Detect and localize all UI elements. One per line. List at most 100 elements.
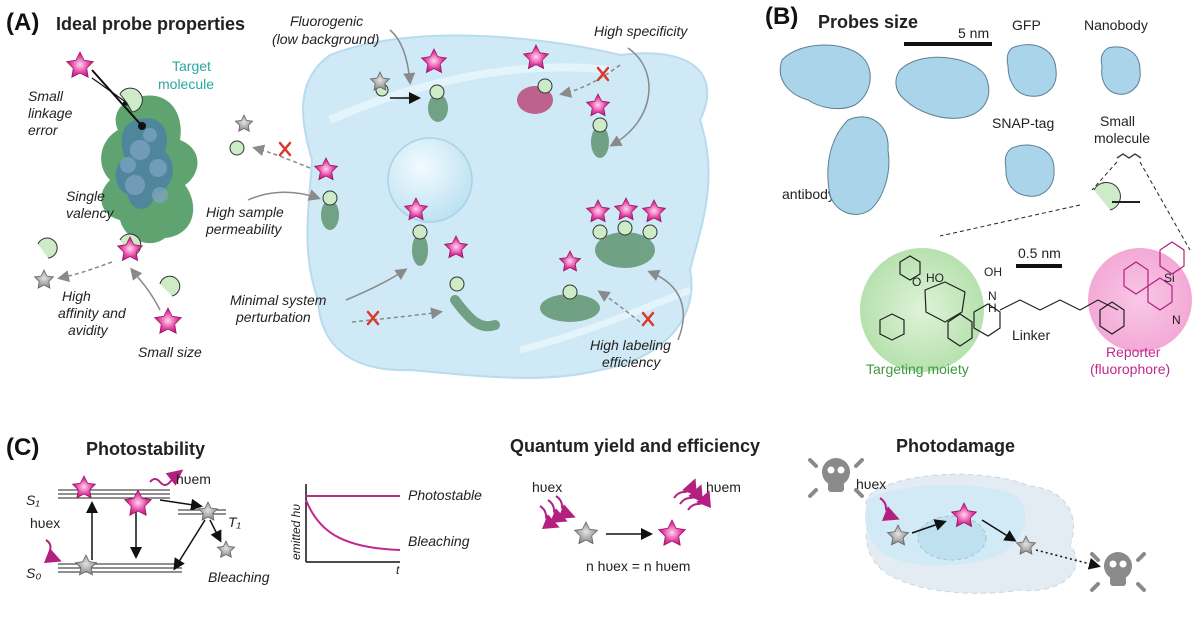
fluorophore-star-icon	[420, 48, 448, 74]
linkage-label-2: linkage	[28, 105, 73, 121]
pd-hv-ex-label: hυex	[856, 476, 886, 492]
photostability-title: Photostability	[86, 439, 205, 459]
reporter-circle	[1088, 248, 1192, 352]
linker-label: Linker	[1012, 327, 1050, 343]
high-affinity-label-3: avidity	[68, 322, 109, 338]
fluorogenic-label-1: Fluorogenic	[290, 13, 363, 29]
fluorophore-star-icon	[313, 157, 339, 181]
perturbation-label-1: Minimal system	[230, 292, 327, 308]
chem-label-ho: HO	[926, 271, 944, 285]
qy-hv-em-label: hυem	[706, 479, 741, 495]
chem-label-o: O	[912, 275, 921, 289]
fluorophore-star-icon	[558, 250, 582, 272]
chem-label-n: N	[988, 289, 997, 303]
permeability-label-2: permeability	[205, 221, 282, 237]
ground-star-icon	[1015, 535, 1037, 555]
fluorophore-stars	[33, 44, 667, 335]
single-valency-label-1: Single	[66, 188, 105, 204]
high-affinity-label-1: High	[62, 288, 91, 304]
fluorogenic-label-2: (low background)	[272, 31, 379, 47]
qy-equation: n hυex = n hυem	[586, 558, 690, 574]
dark-probe-star-icon	[369, 71, 391, 91]
target-label-2: molecule	[158, 76, 214, 92]
panel-a-label: (A)	[6, 9, 39, 36]
fluorophore-star-icon	[522, 44, 550, 70]
chemical-structure	[879, 241, 1185, 347]
photodamage-title: Photodamage	[896, 436, 1015, 456]
fluorophore-star-icon	[443, 235, 469, 259]
excited-star-icon	[950, 502, 978, 528]
chem-label-si: Si	[1164, 271, 1175, 285]
ground-star-icon	[197, 501, 219, 521]
cell-body	[302, 34, 710, 379]
axis-x-label: t	[396, 563, 400, 577]
dark-probe-star-icon	[33, 269, 55, 289]
perturbation-label-2: perturbation	[235, 309, 311, 325]
chem-label-n2: N	[1172, 313, 1181, 327]
gfp-label: GFP	[1012, 17, 1041, 33]
state-stars	[71, 475, 1037, 576]
fluorophore-star-icon	[65, 51, 95, 79]
panel-a: (A) Ideal probe properties Target molecu…	[6, 9, 710, 379]
scale-5nm-label: 5 nm	[958, 25, 989, 41]
fluorophore-star-icon	[613, 197, 639, 221]
qy-title: Quantum yield and efficiency	[510, 436, 760, 456]
targeting-moiety-circle	[860, 248, 984, 372]
skull-icon	[808, 458, 864, 498]
single-valency-label-2: valency	[66, 205, 114, 221]
targeting-moiety-label: Targeting moiety	[866, 361, 969, 377]
fluorophore-star-icon	[585, 199, 611, 223]
hv-em-label-1: hυem	[176, 471, 211, 487]
photostable-label: Photostable	[408, 487, 482, 503]
excited-star-icon	[123, 489, 153, 517]
small-size-label: Small size	[138, 344, 202, 360]
panel-b-label: (B)	[765, 3, 798, 30]
fluorophore-star-icon	[403, 197, 429, 221]
high-affinity-label-2: affinity and	[58, 305, 127, 321]
bleaching-curve	[305, 499, 401, 551]
linkage-label-1: Small	[28, 88, 64, 104]
antibody-label: antibody	[782, 186, 835, 202]
small-molecule-label-2: molecule	[1094, 130, 1150, 146]
axis-y-label: emitted hυ	[289, 504, 303, 560]
fluorophore-star-icon	[116, 236, 144, 262]
labeling-label-2: efficiency	[602, 354, 661, 370]
scale-05nm-label: 0.5 nm	[1018, 245, 1061, 261]
hv-ex-label-1: hυex	[30, 515, 60, 531]
ground-star-icon	[573, 521, 599, 545]
reporter-label-1: Reporter	[1106, 344, 1161, 360]
panel-c: (C) Photostability S₁ S₀ T₁ hυem hυex Bl…	[6, 434, 1146, 594]
permeability-label-1: High sample	[206, 204, 284, 220]
red-x-marks	[278, 66, 655, 327]
panel-a-title: Ideal probe properties	[56, 14, 245, 34]
labeling-label-1: High labeling	[590, 337, 671, 353]
chem-label-oh: OH	[984, 265, 1002, 279]
ground-star-icon	[886, 524, 910, 546]
s1-label: S₁	[26, 492, 40, 508]
skull-icon	[1090, 552, 1146, 592]
reporter-label-2: (fluorophore)	[1090, 361, 1170, 377]
nanobody-structure	[1100, 46, 1141, 95]
snap-tag-label: SNAP-tag	[992, 115, 1054, 131]
snap-tag-structure	[1004, 144, 1055, 197]
small-molecule-label-1: Small	[1100, 113, 1135, 129]
ground-star-icon	[74, 554, 98, 576]
panel-b-title: Probes size	[818, 12, 918, 32]
panel-b: (B) Probes size 5 nm GFP Nanobody SNAP-t…	[765, 3, 1192, 377]
fluorophore-star-icon	[585, 93, 611, 117]
panel-c-label: (C)	[6, 434, 39, 461]
fluorophore-star-icon	[641, 199, 667, 223]
high-specificity-label: High specificity	[594, 23, 688, 39]
chem-label-h: H	[988, 301, 997, 315]
bleaching-curve-label: Bleaching	[408, 533, 470, 549]
ground-star-icon	[216, 540, 236, 559]
bleaching-state-label: Bleaching	[208, 569, 270, 585]
excited-star-icon	[71, 475, 97, 499]
gfp-structure	[1006, 44, 1057, 97]
excited-star-icon	[657, 519, 687, 547]
s0-label: S₀	[26, 565, 41, 581]
small-molecule-icon	[1116, 153, 1142, 159]
protein-clusters	[229, 78, 658, 332]
t1-label: T₁	[228, 514, 242, 530]
